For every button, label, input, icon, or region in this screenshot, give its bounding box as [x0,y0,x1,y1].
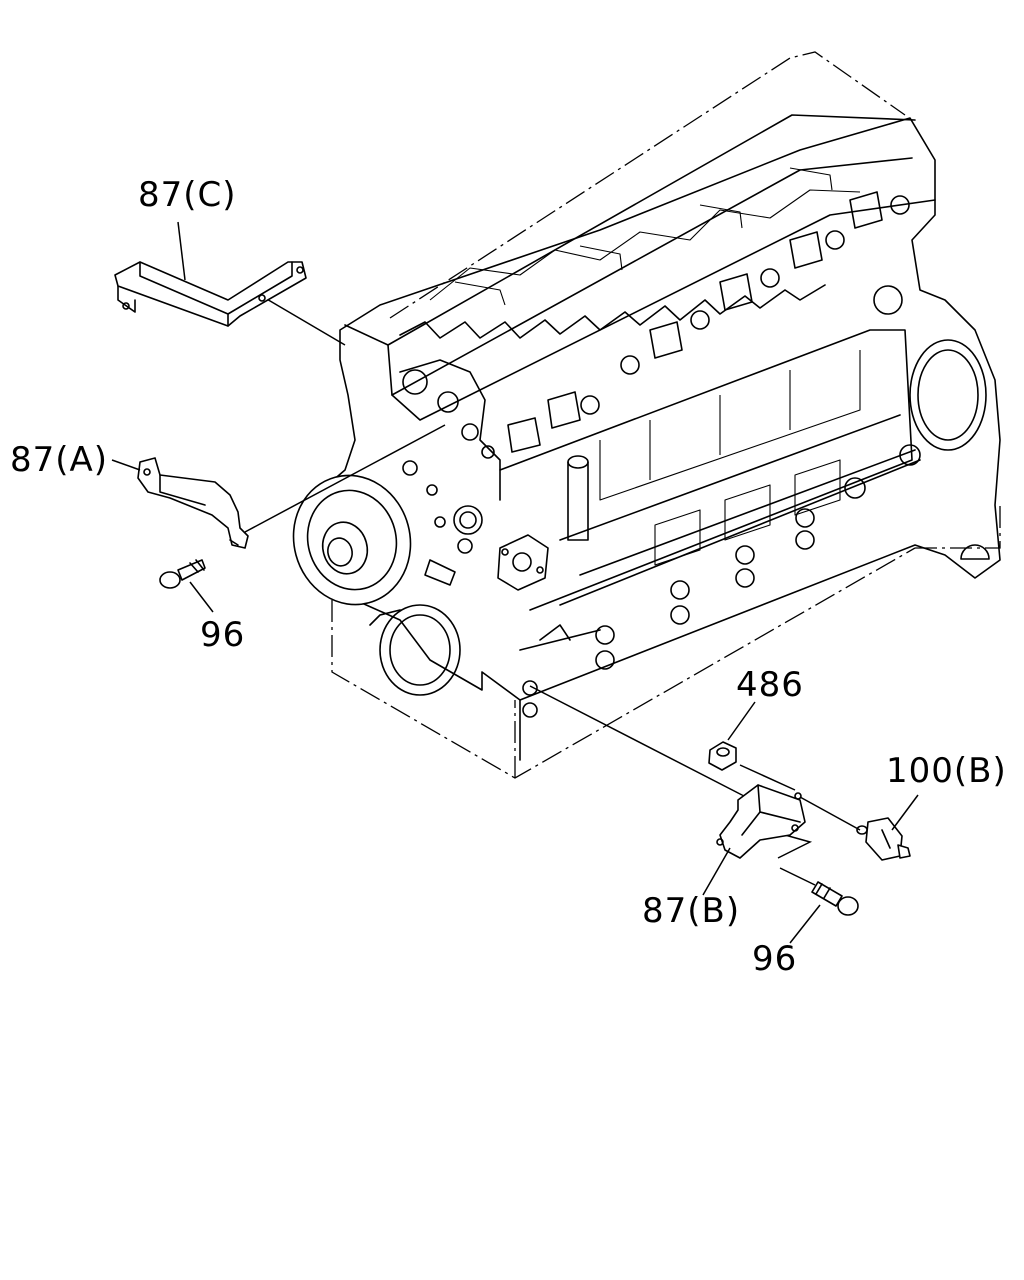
leader-96-right [789,904,821,944]
label-486: 486 [736,665,804,705]
front-cover-opening [369,604,461,696]
bolt-96-right [811,881,859,916]
block-studs [519,444,921,718]
leader-486 [727,701,756,741]
leader-87c [177,221,186,281]
intake-ports [507,191,910,453]
leader-87a [111,459,141,471]
oil-pan [331,505,1001,779]
label-100b: 100(B) [886,751,1007,791]
crank-pulley [292,474,412,606]
leader-87b [702,847,731,896]
switch-100b [856,817,911,861]
callout-labels: 87(C) 87(A) 96 486 100(B) 87(B) 96 [10,175,1007,979]
leader-100b [891,794,919,831]
bolt-96-left [159,559,206,589]
front-face [399,359,501,586]
oil-filler-pipe [567,455,589,541]
leader-96-left [189,581,214,613]
label-87b: 87(B) [642,891,740,931]
nut-486 [708,741,737,771]
bracket-87b [716,784,806,859]
bracket-87a [137,457,249,549]
label-96-left: 96 [200,615,245,655]
label-87c: 87(C) [138,175,237,215]
block-side-detail [499,329,921,611]
water-outlet [497,534,549,591]
label-96-right: 96 [752,939,797,979]
flywheel-housing [909,339,990,560]
label-87a: 87(A) [10,440,108,480]
engine-block [292,51,1001,779]
cylinder-head [344,51,936,421]
bracket-87c [114,261,307,327]
